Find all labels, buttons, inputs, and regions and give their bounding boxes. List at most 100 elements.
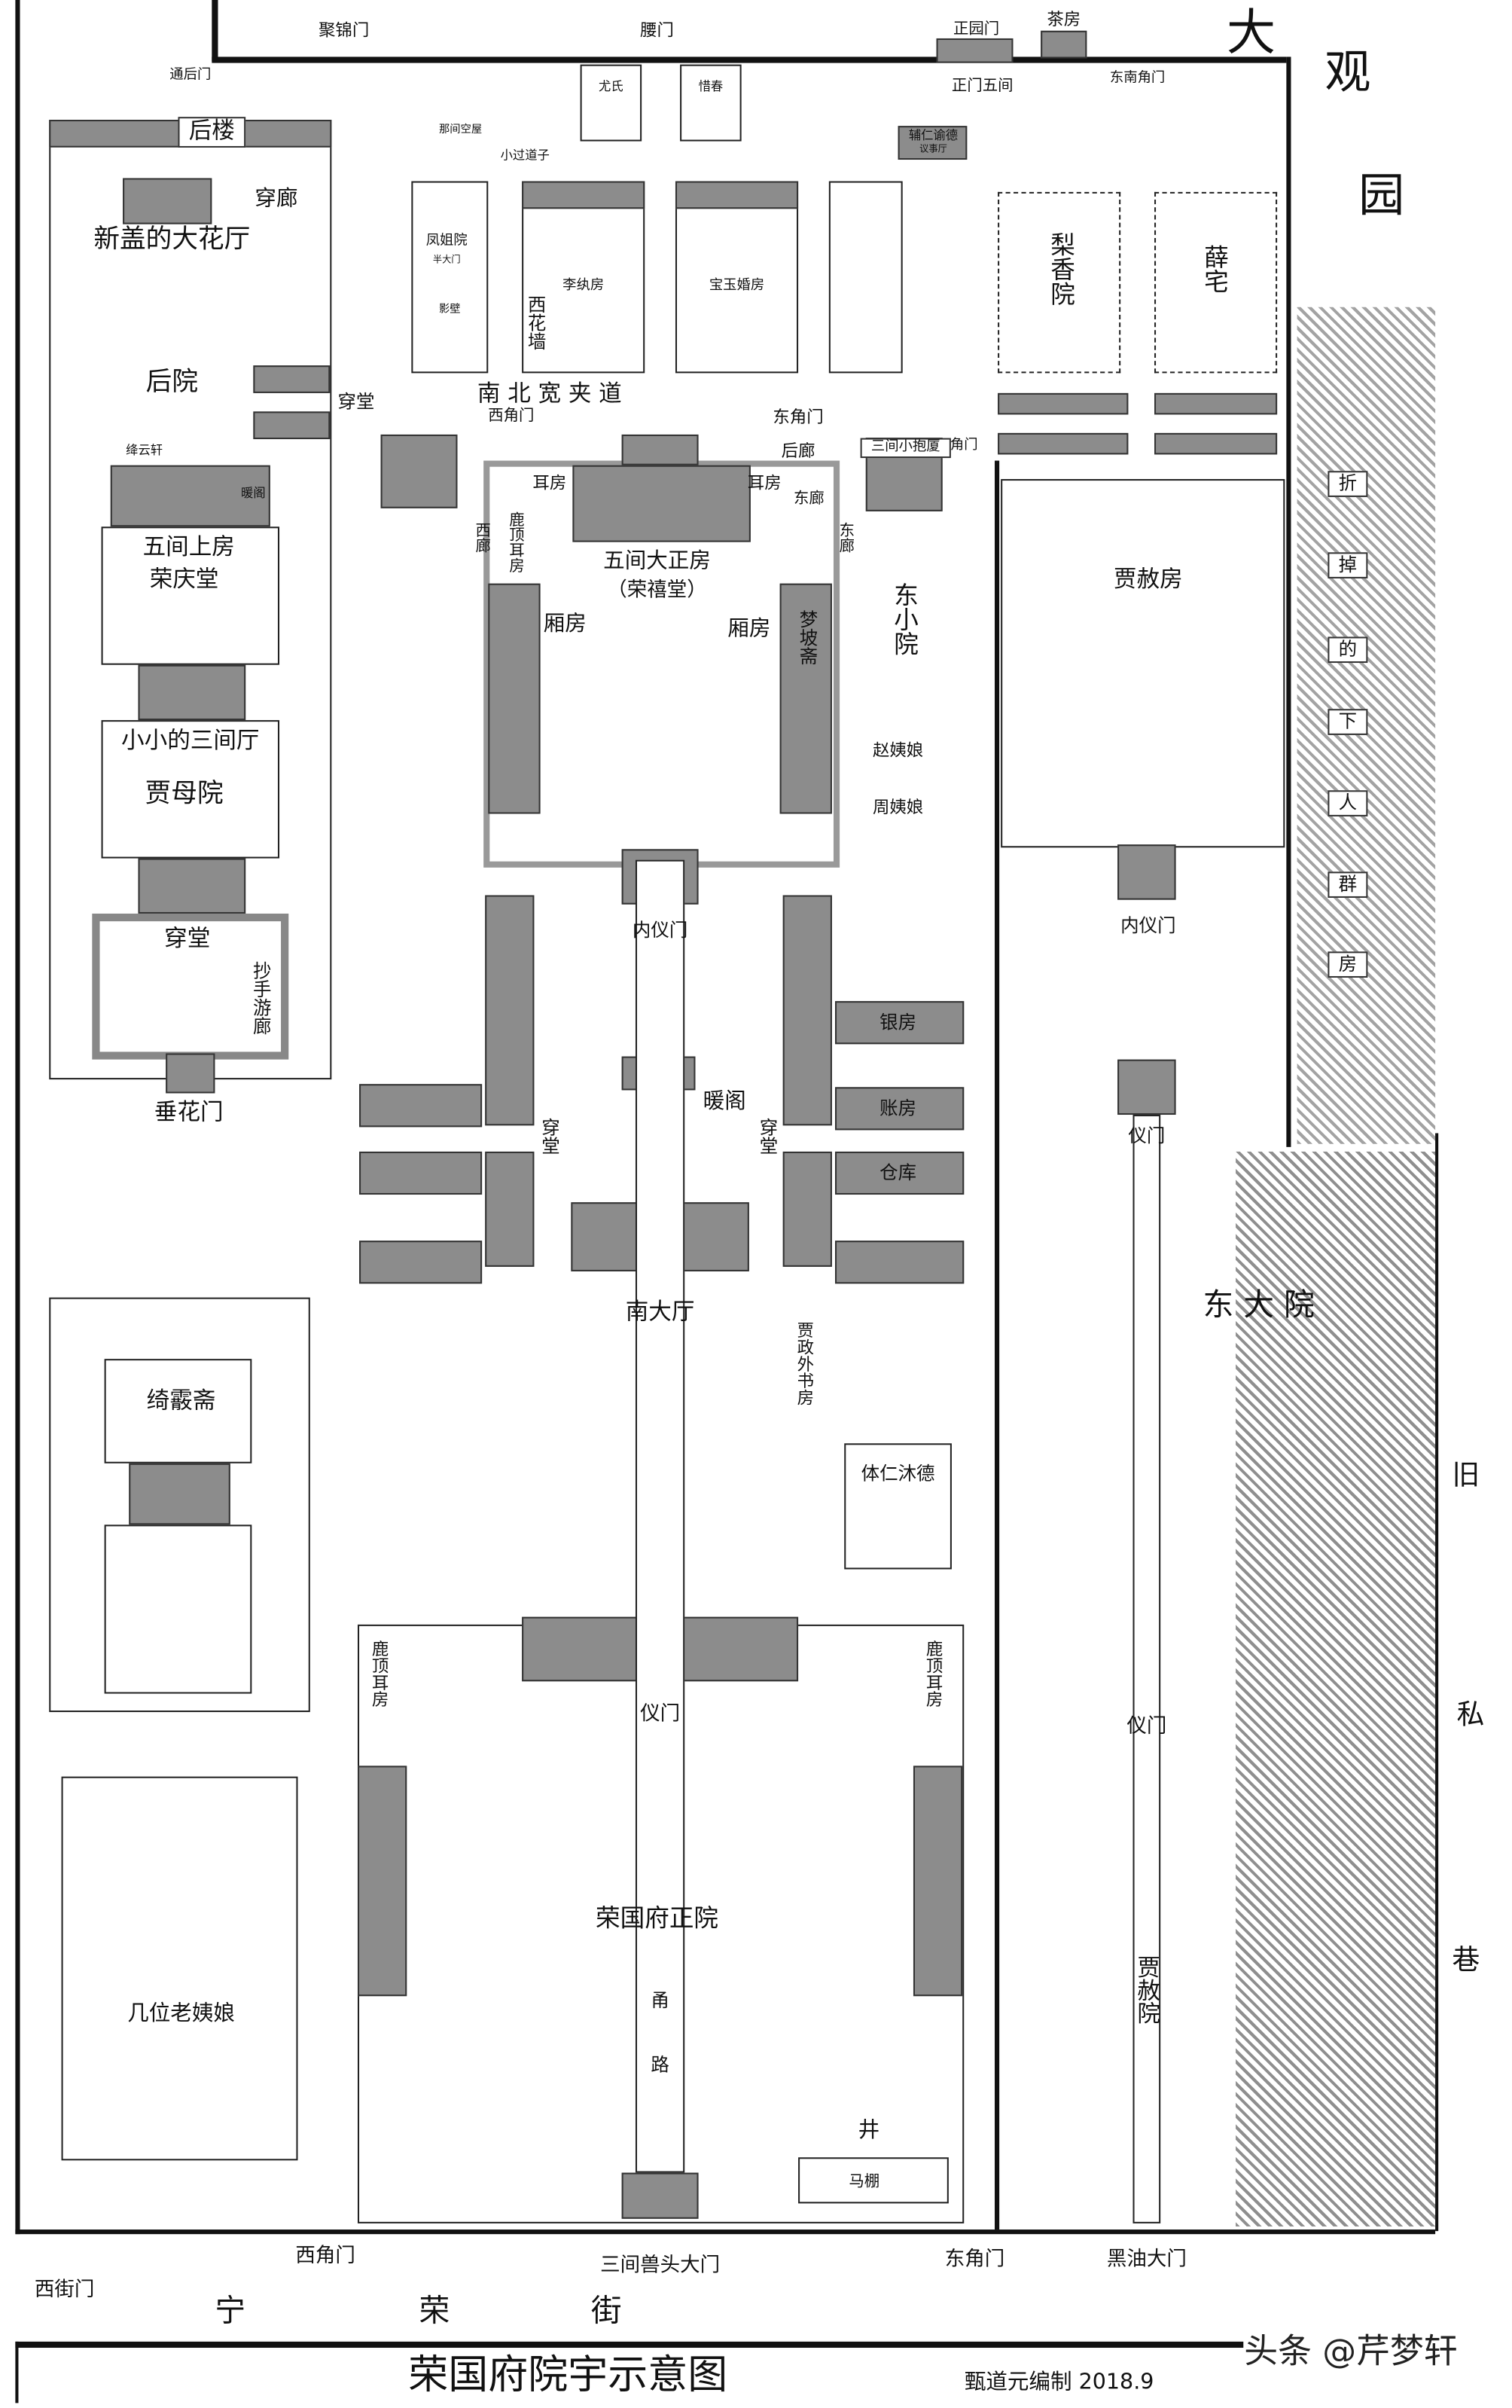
label-xijiemen: 西街门: [34, 2278, 95, 2303]
west-wing-2: [359, 1151, 483, 1195]
label-jie: 街: [590, 2291, 622, 2329]
old-alley-trees: [1236, 1151, 1436, 2226]
label-xichun: 惜春: [698, 79, 724, 93]
label-q5: 人: [1328, 790, 1368, 816]
west-side-hall: [357, 1766, 407, 1997]
label-heiyou: 黑油大门: [1106, 2248, 1187, 2272]
label-yinfang: 银房: [879, 1011, 917, 1033]
label-lixiangyuan: 梨香院: [1046, 231, 1075, 306]
jiashe-inner-gate: [1117, 844, 1176, 900]
label-rongxitang: （荣禧堂）: [607, 578, 707, 603]
label-qixiazhai: 绮霰斋: [146, 1387, 216, 1415]
label-dongnanjiaomen: 东南角门: [1109, 71, 1166, 87]
label-laoyiniang: 几位老姨娘: [127, 2001, 235, 2027]
east-row-1: [782, 895, 832, 1126]
label-rong: 荣: [419, 2291, 450, 2329]
label-xiang: 巷: [1452, 1944, 1480, 1977]
east-row-2: [782, 1151, 832, 1267]
label-najiankongwu: 那间空屋: [439, 123, 483, 136]
alley-wall: [1435, 1133, 1439, 2232]
qixiazhai-court: [104, 1524, 252, 1694]
label-donglang2: 东廊: [835, 522, 852, 553]
label-bandamen: 半大门: [432, 255, 461, 266]
zhengyuanmen-gate: [936, 38, 1014, 63]
label-guan: 观: [1325, 46, 1371, 101]
label-yaomen: 腰门: [640, 20, 674, 41]
label-baoyu: 宝玉婚房: [709, 278, 765, 294]
fengjieyuan-compound: [411, 181, 489, 374]
label-jiaomen: 角门: [950, 438, 978, 453]
west-row-2: [485, 1151, 535, 1267]
cangku-building: [834, 1151, 965, 1195]
xiangfang-east: [779, 583, 832, 814]
label-lu: 路: [651, 2054, 669, 2076]
label-sanjianting: 小小的三间厅: [121, 726, 260, 755]
jiashe-compound: [1001, 479, 1285, 848]
label-dongjiaomen2: 东角门: [944, 2248, 1005, 2272]
label-chafang: 茶房: [1047, 9, 1081, 30]
liwan-top: [522, 181, 645, 209]
label-houyuan: 后院: [145, 367, 198, 398]
label-da: 大: [1226, 3, 1276, 62]
xihuating-wing: [380, 434, 458, 508]
label-q2: 掉: [1328, 552, 1368, 578]
label-jiadao: 南 北 宽 夹 道: [477, 379, 622, 407]
label-erfang1: 耳房: [532, 473, 567, 493]
label-zhangfang: 账房: [879, 1097, 917, 1119]
label-shangfang: 五间上房: [142, 533, 235, 561]
rongxitang-building: [572, 465, 751, 542]
santing-building: [138, 664, 246, 721]
lixiangyuan-compound: [998, 191, 1121, 374]
label-yimen2: 仪门: [640, 1703, 681, 1726]
west-row-1: [485, 895, 535, 1126]
label-xilang: 西廊: [471, 522, 489, 553]
rongqingtang-court: [101, 526, 280, 665]
label-shufang: 贾政外书房: [794, 1321, 815, 1406]
label-dongjiaomen1: 东角门: [773, 407, 824, 428]
houyuan-side-1: [253, 365, 331, 393]
label-q4: 下: [1328, 709, 1368, 735]
label-nuange2: 暖阁: [703, 1089, 746, 1115]
label-cangku: 仓库: [879, 1161, 917, 1184]
qixiazhai-hall: [104, 1359, 252, 1463]
south-wall: [15, 2229, 1436, 2235]
title-rule: [15, 2341, 1244, 2348]
label-zhengmenwujian: 正门五间: [951, 78, 1014, 95]
label-xijiaomen2: 西角门: [295, 2245, 355, 2269]
label-dongdayuan: 东 大 院: [1203, 1286, 1315, 1323]
shoutou-gate: [621, 2172, 699, 2219]
west-wing-1: [359, 1084, 483, 1128]
label-q6: 群: [1328, 871, 1368, 898]
label-zhengyuanmen: 正园门: [953, 21, 1000, 38]
label-tiren: 体仁沐德: [861, 1463, 935, 1485]
label-jiangyunxuan: 绛云轩: [126, 443, 163, 458]
xiangfang-west: [488, 583, 541, 814]
label-yong: 甬: [651, 1989, 669, 2011]
label-chaoshou: 抄手游廊: [250, 961, 273, 1036]
label-furenyude: 辅仁谕德: [908, 128, 959, 143]
label-jiasheyuan: 贾赦院: [1134, 1955, 1162, 2025]
label-jiamuyuan: 贾母院: [145, 778, 224, 810]
tiren-court: [844, 1443, 952, 1570]
label-q1: 折: [1328, 471, 1368, 497]
jiamuyuan-court: [101, 720, 280, 859]
qixiazhai-middle: [129, 1463, 230, 1525]
label-xiangfang1: 厢房: [543, 612, 587, 637]
east-wall: [1286, 56, 1291, 1147]
label-nandating: 南大厅: [625, 1297, 695, 1326]
east-small-compound: [828, 181, 903, 374]
rongxitang-top: [621, 434, 699, 465]
label-liwanfang: 李纨房: [562, 278, 605, 294]
north-strip-1: [998, 392, 1129, 415]
label-zhengyuan: 荣国府正院: [595, 1903, 719, 1933]
label-si: 私: [1456, 1698, 1485, 1732]
laoyiniang-compound: [61, 1776, 298, 2161]
label-houlang: 后廊: [781, 441, 815, 462]
label-chuantang2: 穿堂: [164, 924, 211, 953]
label-yuan: 园: [1358, 169, 1405, 224]
label-xijiaomen1: 西角门: [488, 407, 535, 426]
west-wing-3: [359, 1241, 483, 1284]
label-xihuaqiang: 西花墙: [525, 295, 547, 350]
label-tonghoumen: 通后门: [169, 68, 212, 84]
label-luding1: 鹿顶耳房: [505, 511, 523, 573]
